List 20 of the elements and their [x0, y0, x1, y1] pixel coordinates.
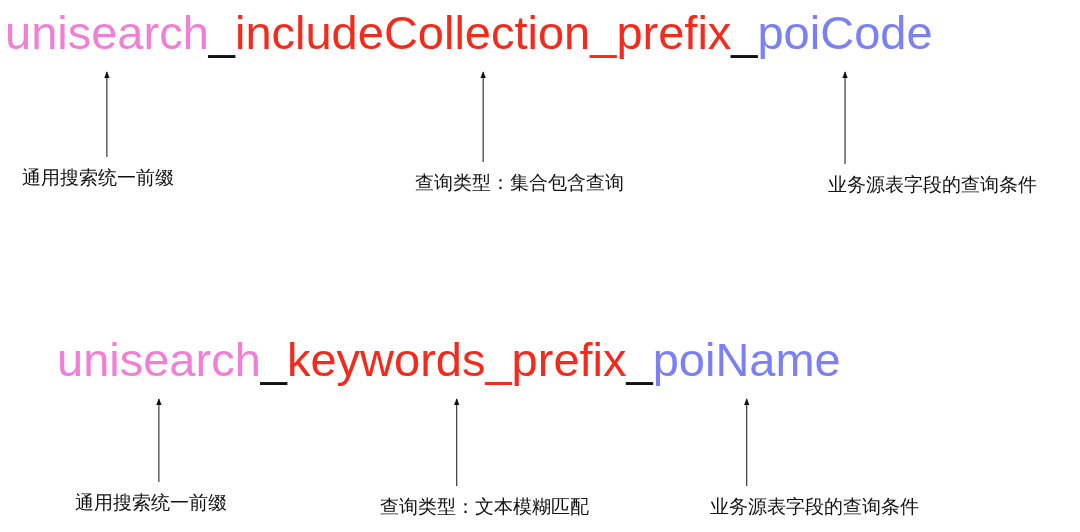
annotation-text: 查询类型：集合包含查询: [415, 170, 624, 196]
arrow: [104, 71, 110, 158]
annotation-text: 业务源表字段的查询条件: [828, 172, 1037, 198]
separator: _: [731, 6, 758, 61]
annotation-text: 查询类型：文本模糊匹配: [380, 494, 589, 520]
annotation-text: 通用搜索统一前缀: [22, 165, 174, 191]
field-name-part: unisearch: [5, 6, 209, 61]
arrow: [453, 398, 460, 487]
separator: _: [626, 333, 653, 388]
annotation-text: 业务源表字段的查询条件: [710, 494, 919, 520]
field-name-part: poiCode: [757, 6, 933, 61]
field-name-part: unisearch: [57, 333, 261, 388]
arrow: [480, 71, 486, 163]
separator: _: [260, 333, 287, 388]
arrow: [842, 71, 848, 165]
field-name-part: poiName: [652, 333, 841, 388]
separator: _: [208, 6, 235, 61]
arrow: [743, 398, 750, 487]
annotation-text: 通用搜索统一前缀: [75, 490, 227, 516]
arrow: [156, 398, 162, 483]
